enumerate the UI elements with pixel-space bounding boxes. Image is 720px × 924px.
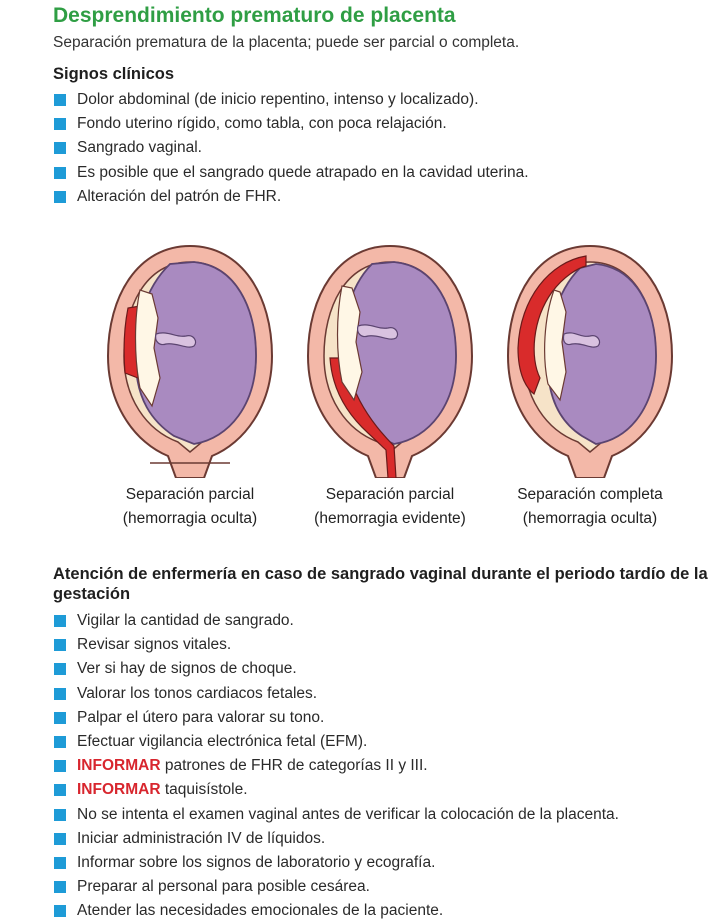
list-item: Revisar signos vitales. — [53, 634, 619, 658]
list-item-text: Valorar los tonos cardiacos fetales. — [77, 684, 318, 702]
list-item: Efectuar vigilancia electrónica fetal (E… — [53, 731, 619, 755]
caption-line: (hemorragia evidente) — [314, 510, 466, 527]
caption-line: (hemorragia oculta) — [522, 510, 658, 527]
list-item: Sangrado vaginal. — [53, 137, 529, 161]
list-item-text: patrones de FHR de categorías II y III. — [160, 757, 428, 775]
list-item: Preparar al personal para posible cesáre… — [53, 876, 619, 900]
bullet-icon — [54, 760, 66, 773]
list-item-text: Es posible que el sangrado quede atrapad… — [77, 163, 529, 181]
list-item: Atender las necesidades emocionales de l… — [53, 900, 619, 924]
list-item: Valorar los tonos cardiacos fetales. — [53, 683, 619, 707]
list-item-text: Efectuar vigilancia electrónica fetal (E… — [77, 732, 368, 750]
list-item: Alteración del patrón de FHR. — [53, 186, 529, 210]
bullet-icon — [54, 663, 66, 676]
uterus-illustration-partial-concealed — [106, 244, 274, 478]
list-item: Iniciar administración IV de líquidos. — [53, 828, 619, 852]
figure-caption: Separación parcial (hemorragia evidente) — [290, 483, 490, 531]
bullet-icon — [54, 784, 66, 797]
list-item-text: Dolor abdominal (de inicio repentino, in… — [77, 91, 479, 108]
list-item: Palpar el útero para valorar su tono. — [53, 707, 619, 731]
bullet-icon — [54, 615, 66, 627]
clinical-signs-heading: Signos clínicos — [53, 65, 175, 83]
uterus-illustration-partial-evident — [306, 244, 474, 478]
caption-line: Separación completa — [517, 486, 663, 503]
bullet-icon — [54, 166, 66, 179]
list-item-text: Alteración del patrón de FHR. — [77, 187, 282, 205]
list-item-text: Vigilar la cantidad de sangrado. — [77, 612, 294, 629]
list-item-text: Iniciar administración IV de líquidos. — [77, 829, 326, 847]
uterus-illustration-complete-concealed — [506, 244, 674, 478]
figure-caption: Separación completa (hemorragia oculta) — [490, 483, 690, 531]
bullet-icon — [54, 711, 66, 724]
bullet-icon — [54, 832, 66, 845]
list-item-text: Fondo uterino rígido, como tabla, con po… — [77, 115, 447, 133]
list-item: Vigilar la cantidad de sangrado. — [53, 610, 619, 634]
bullet-icon — [54, 881, 66, 894]
caption-line: Separación parcial — [325, 486, 455, 503]
list-item-text: Sangrado vaginal. — [77, 139, 202, 157]
list-item-text: No se intenta el examen vaginal antes de… — [77, 805, 619, 823]
bullet-icon — [54, 687, 66, 700]
bullet-icon — [54, 808, 66, 821]
list-item: Informar sobre los signos de laboratorio… — [53, 852, 619, 876]
page-subtitle: Separación prematura de la placenta; pue… — [53, 34, 520, 51]
list-item: Es posible que el sangrado quede atrapad… — [53, 162, 529, 186]
nursing-care-list: Vigilar la cantidad de sangrado. Revisar… — [53, 610, 619, 924]
emphasis-text: INFORMAR — [77, 757, 161, 775]
bullet-icon — [54, 856, 66, 869]
nursing-care-heading: Atención de enfermería en caso de sangra… — [53, 565, 708, 603]
bullet-icon — [54, 905, 66, 918]
bullet-icon — [54, 142, 66, 155]
list-item-text: Preparar al personal para posible cesáre… — [77, 878, 370, 896]
list-item: INFORMAR patrones de FHR de categorías I… — [53, 755, 619, 779]
list-item-text: Ver si hay de signos de choque. — [77, 660, 297, 678]
caption-line: (hemorragia oculta) — [122, 510, 258, 527]
list-item: No se intenta el examen vaginal antes de… — [53, 804, 619, 828]
bullet-icon — [54, 735, 66, 748]
list-item-text: Palpar el útero para valorar su tono. — [77, 708, 325, 726]
figure-caption: Separación parcial (hemorragia oculta) — [90, 483, 290, 531]
bullet-icon — [54, 118, 66, 131]
emphasis-text: INFORMAR — [77, 781, 161, 799]
list-item: INFORMAR taquisístole. — [53, 779, 619, 803]
list-item: Ver si hay de signos de choque. — [53, 658, 619, 682]
list-item-text: Informar sobre los signos de laboratorio… — [77, 853, 436, 871]
list-item-text: Revisar signos vitales. — [77, 636, 232, 654]
list-item-text: taquisístole. — [160, 781, 248, 799]
list-item: Fondo uterino rígido, como tabla, con po… — [53, 113, 529, 137]
caption-line: Separación parcial — [125, 486, 255, 503]
bullet-icon — [54, 94, 66, 106]
bullet-icon — [54, 639, 66, 652]
list-item-text: Atender las necesidades emocionales de l… — [77, 902, 444, 920]
clinical-signs-list: Dolor abdominal (de inicio repentino, in… — [53, 89, 529, 210]
page-title: Desprendimiento prematuro de placenta — [53, 4, 456, 27]
bullet-icon — [54, 190, 66, 203]
list-item: Dolor abdominal (de inicio repentino, in… — [53, 89, 529, 113]
